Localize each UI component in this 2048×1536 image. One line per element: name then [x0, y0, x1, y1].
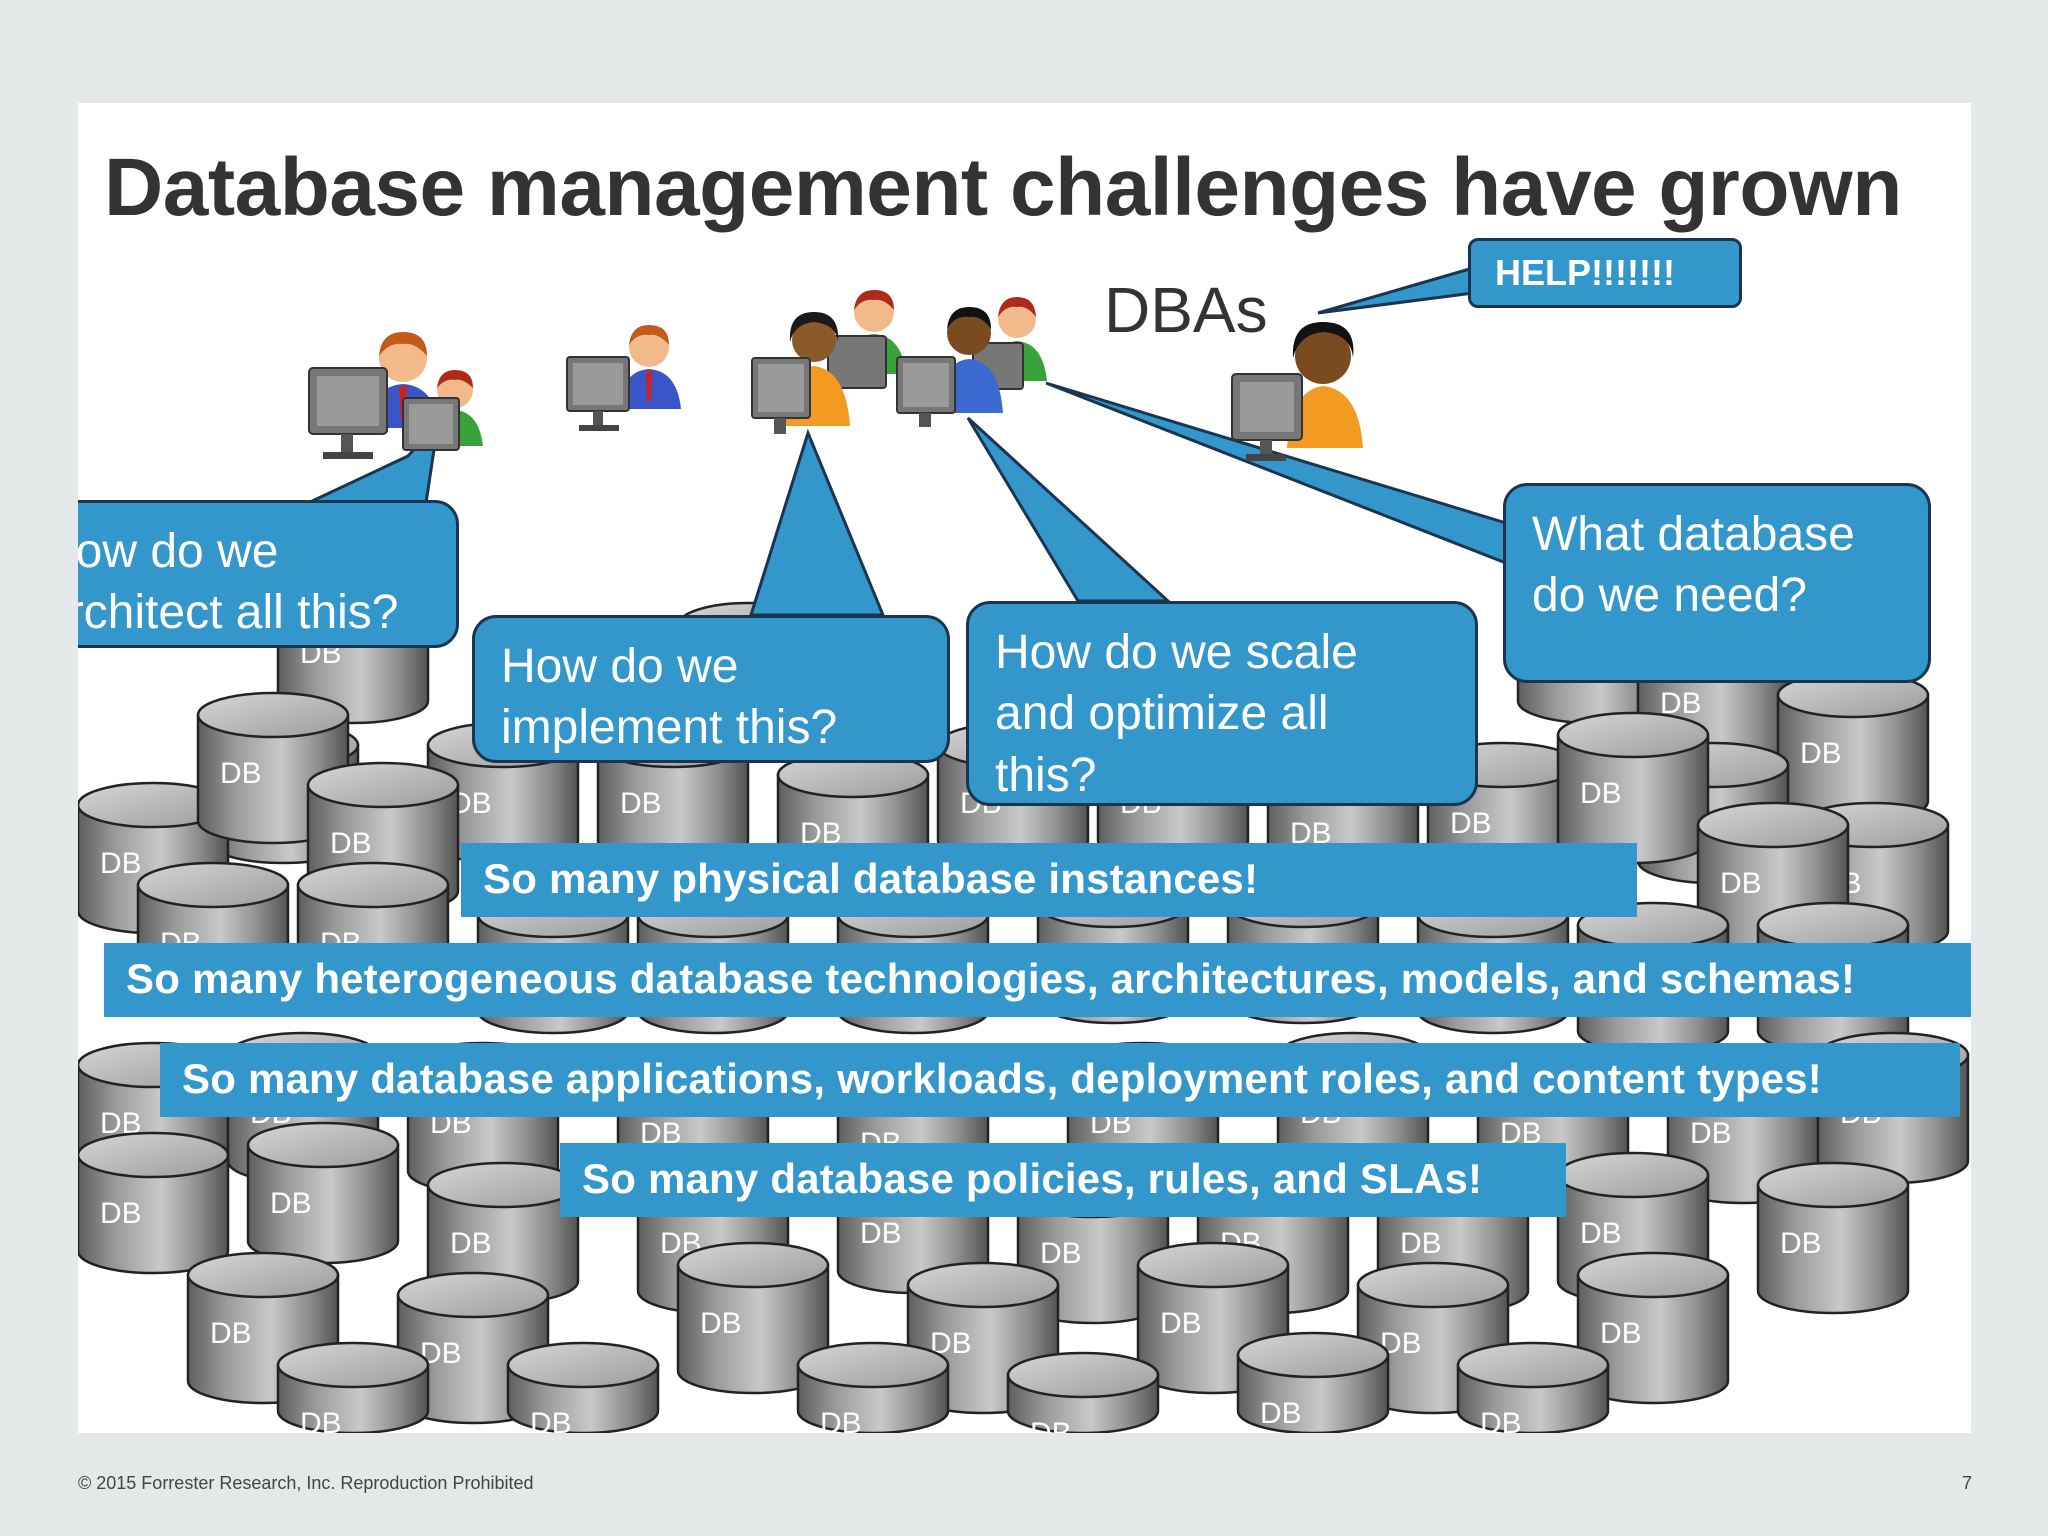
database-label: DB	[1580, 777, 1622, 810]
database-label: DB	[300, 1407, 342, 1433]
database-cylinder-icon: DB	[1576, 1251, 1730, 1405]
database-label: DB	[100, 1197, 142, 1230]
database-label: DB	[1030, 1417, 1072, 1433]
database-cylinder-icon: DB	[1556, 711, 1710, 865]
database-cylinder-icon: DB	[1776, 671, 1930, 825]
callout-tails	[307, 266, 1508, 617]
callout-scale-line-3: this?	[995, 748, 1097, 802]
database-label: DB	[330, 827, 372, 860]
database-label: DB	[1800, 737, 1842, 770]
database-label: DB	[1720, 867, 1762, 900]
database-label: DB	[1400, 1227, 1442, 1260]
person-at-computer-icon	[308, 332, 483, 459]
person-at-computer-icon	[896, 297, 1047, 427]
database-cylinder-icon: DB	[78, 1131, 230, 1275]
callout-implement: How do we implement this?	[472, 615, 950, 763]
callout-tail-implement	[748, 428, 886, 617]
slide-title: Database management challenges have grow…	[104, 142, 1902, 233]
callout-architect: How do we architect all this?	[78, 500, 459, 648]
database-label: DB	[220, 757, 262, 790]
callout-scale: How do we scale and optimize all this?	[966, 601, 1478, 806]
database-label: DB	[1580, 1217, 1622, 1250]
database-label: DB	[270, 1187, 312, 1220]
database-label: DB	[1260, 1397, 1302, 1430]
person-at-computer-icon	[751, 290, 906, 434]
database-label: DB	[210, 1317, 252, 1350]
database-cylinder-icon: DB	[1006, 1351, 1160, 1433]
help-speech-bubble: HELP!!!!!!!	[1468, 238, 1742, 308]
callout-need-line-1: What database	[1532, 508, 1855, 561]
callout-need: What database do we need?	[1503, 483, 1931, 683]
database-label: DB	[100, 847, 142, 880]
database-cylinder-icon: DB	[1456, 1341, 1610, 1433]
band-physical-instances: So many physical database instances!	[461, 843, 1637, 917]
database-label: DB	[1780, 1227, 1822, 1260]
database-label: DB	[1040, 1237, 1082, 1270]
database-label: DB	[1480, 1407, 1522, 1433]
database-label: DB	[820, 1407, 862, 1433]
band-policies-rules: So many database policies, rules, and SL…	[560, 1143, 1566, 1217]
callout-scale-line-2: and optimize all	[995, 687, 1329, 741]
help-bubble-tail	[1317, 266, 1475, 315]
database-label: DB	[1600, 1317, 1642, 1350]
dbas-label: DBAs	[1104, 274, 1268, 346]
database-label: DB	[620, 787, 662, 820]
database-label: DB	[1450, 807, 1492, 840]
database-cylinder-icon: DB	[246, 1121, 400, 1265]
database-label: DB	[1690, 1117, 1732, 1150]
footer-copyright: © 2015 Forrester Research, Inc. Reproduc…	[78, 1473, 534, 1493]
database-cylinder-icon: DB	[1236, 1331, 1390, 1433]
database-cylinder-icon: DB	[506, 1341, 660, 1433]
database-cylinder-icon: DB	[796, 1341, 950, 1433]
database-label: DB	[860, 1217, 902, 1250]
database-cylinder-icon: DB	[1756, 1161, 1910, 1315]
callout-need-line-2: do we need?	[1532, 569, 1807, 623]
database-label: DB	[450, 1227, 492, 1260]
person-at-computer-icon	[566, 325, 681, 431]
callout-architect-line-1: How do we	[78, 525, 279, 578]
callout-scale-line-1: How do we scale	[995, 626, 1358, 679]
database-cylinder-icon: DB	[276, 1341, 430, 1433]
database-label: DB	[700, 1307, 742, 1340]
callout-implement-line-1: How do we	[501, 640, 739, 693]
database-label: DB	[1160, 1307, 1202, 1340]
database-label: DB	[530, 1407, 572, 1433]
callout-architect-line-2: architect all this?	[78, 586, 399, 640]
footer-page-number: 7	[1962, 1473, 1973, 1493]
callout-implement-line-2: implement this?	[501, 701, 838, 755]
slide: DB DB DB DB DB DB DB DB DB DB DB DB DB DB DB DB DB DB DB DB…	[78, 103, 1971, 1433]
band-heterogeneous-technologies: So many heterogeneous database technolog…	[104, 943, 1971, 1017]
person-at-computer-icon	[1231, 322, 1363, 461]
band-applications-workloads: So many database applications, workloads…	[160, 1043, 1960, 1117]
